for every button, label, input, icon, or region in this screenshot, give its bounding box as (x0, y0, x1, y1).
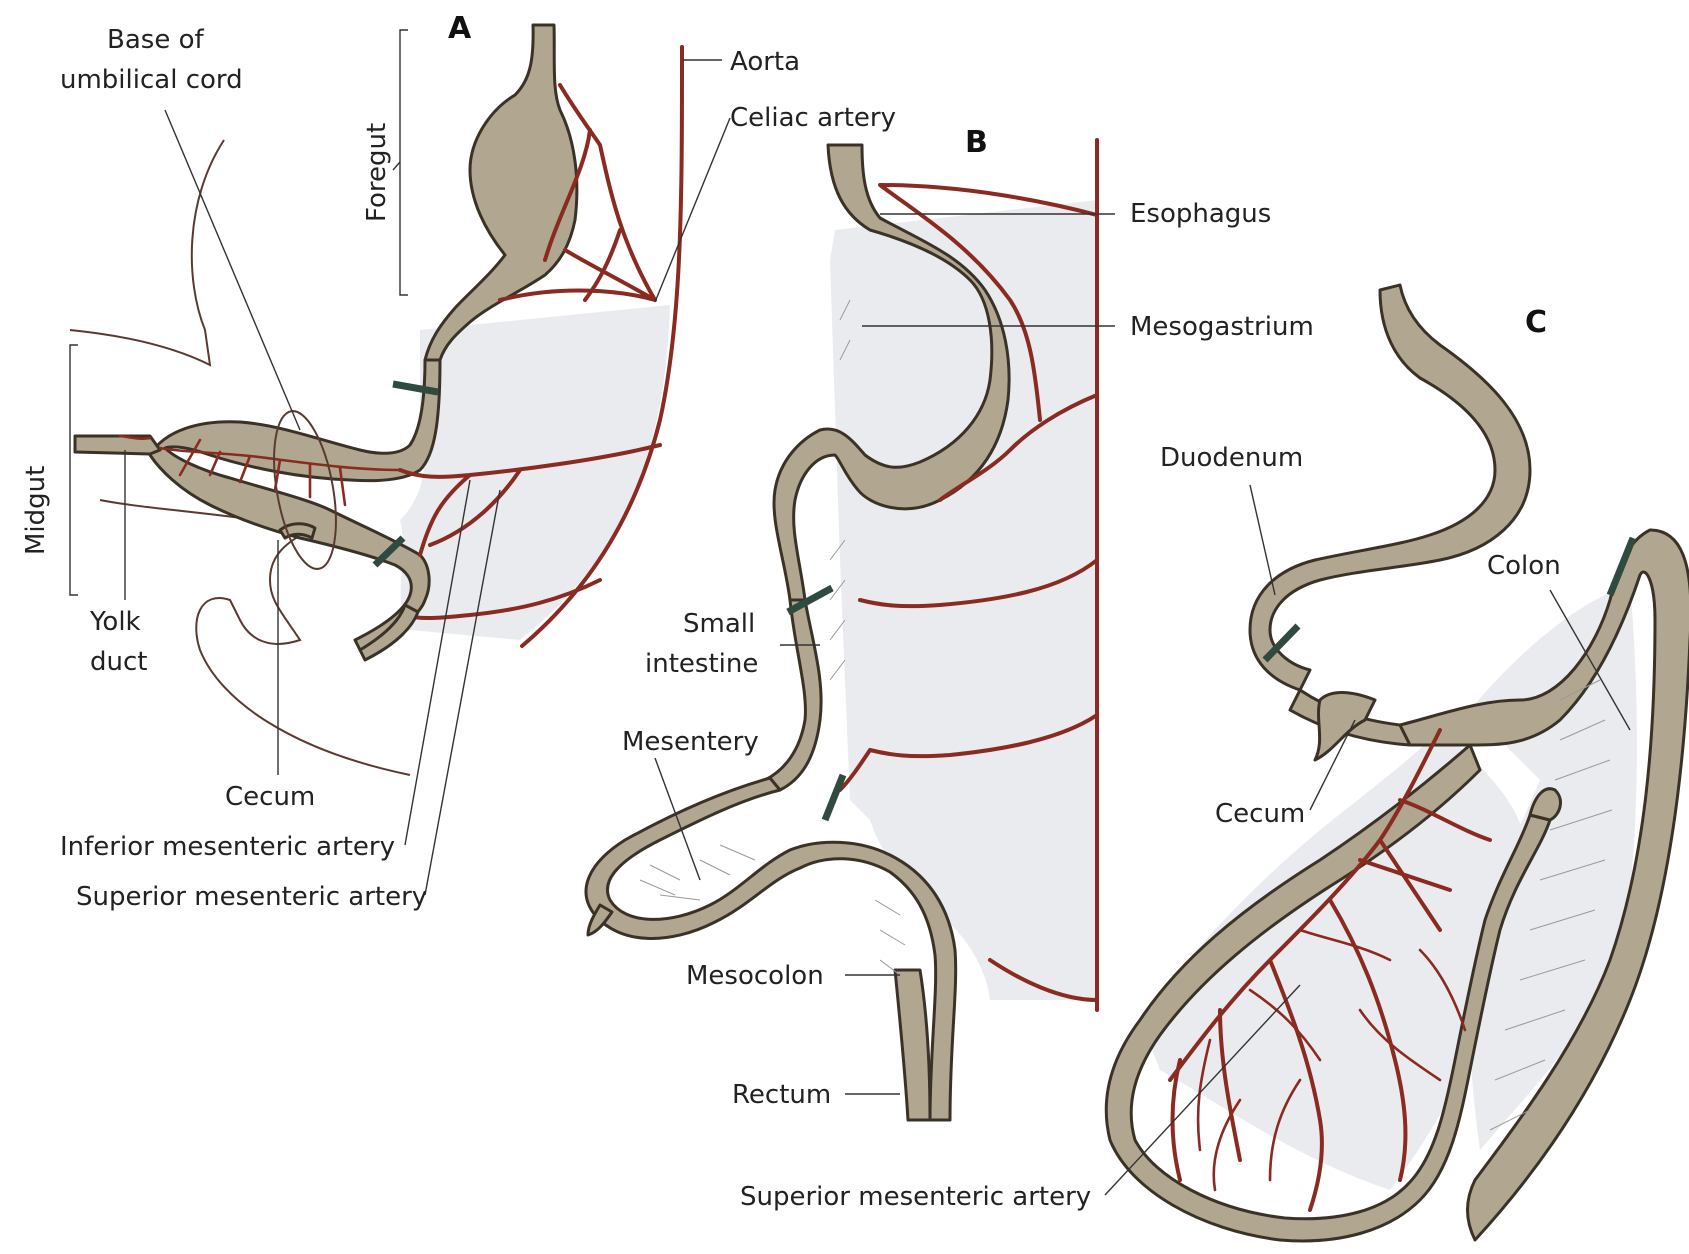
small-intestine-b (765, 600, 821, 790)
foregut-tube (425, 25, 577, 360)
label-yolk-duct-2: duct (90, 647, 147, 677)
midgut-loop (150, 360, 440, 650)
label-superior-mesenteric-artery-c: Superior mesenteric artery (740, 1182, 1091, 1212)
boundary-marker-b2 (825, 775, 843, 820)
panel-b-figure (586, 140, 1097, 1120)
label-cecum-a: Cecum (225, 782, 315, 812)
label-small-intestine-1: Small (683, 609, 755, 639)
label-midgut: Midgut (21, 466, 51, 555)
label-rectum: Rectum (732, 1080, 831, 1110)
panel-label-a: A (448, 11, 472, 46)
dorsal-mesentery-b (830, 200, 1097, 1000)
panel-label-b: B (965, 125, 988, 160)
label-inferior-mesenteric-artery: Inferior mesenteric artery (60, 832, 395, 862)
label-duodenum: Duodenum (1160, 443, 1303, 473)
label-mesocolon: Mesocolon (686, 961, 824, 991)
label-superior-mesenteric-artery-a: Superior mesenteric artery (76, 882, 427, 912)
label-base-of-umbilical-cord-2: umbilical cord (60, 65, 243, 95)
label-mesogastrium: Mesogastrium (1130, 312, 1314, 342)
umbilical-ring (264, 406, 347, 573)
label-foregut: Foregut (362, 123, 392, 222)
panel-label-c: C (1525, 305, 1547, 340)
label-base-of-umbilical-cord-1: Base of (107, 25, 204, 55)
label-mesentery: Mesentery (622, 727, 759, 757)
label-celiac-artery: Celiac artery (730, 103, 896, 133)
label-esophagus: Esophagus (1130, 199, 1271, 229)
label-cecum-c: Cecum (1215, 799, 1305, 829)
rectum-b (895, 970, 930, 1120)
label-yolk-duct-1: Yolk (89, 607, 141, 637)
umbilical-cord-outline (70, 140, 224, 365)
label-colon: Colon (1487, 551, 1561, 581)
label-aorta: Aorta (730, 47, 800, 77)
panel-c-figure (1106, 285, 1689, 1241)
label-small-intestine-2: intestine (645, 649, 758, 679)
